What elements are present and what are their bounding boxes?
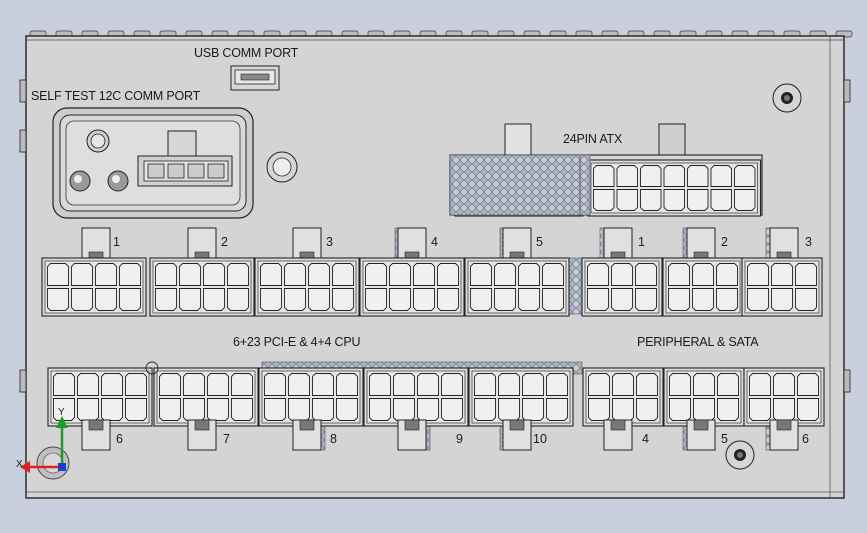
bottom-left-number: 8 — [330, 432, 337, 446]
axis-y-label: Y — [58, 407, 65, 418]
top-right-number: 2 — [721, 235, 728, 249]
bottom-right-number: 4 — [642, 432, 649, 446]
peripheral-connector-bottom-6 — [743, 367, 825, 427]
pcie-connector-top-3 — [254, 257, 360, 317]
pcie-connector-bottom-7 — [153, 367, 259, 427]
atx-right-block — [587, 159, 762, 217]
bottom-right-number: 5 — [721, 432, 728, 446]
peripheral-connector-top-2 — [662, 257, 744, 317]
peripheral-connector-top-3 — [741, 257, 823, 317]
peripheral-connector-bottom-4 — [582, 367, 664, 427]
top-right-number: 3 — [805, 235, 812, 249]
top-left-number: 3 — [326, 235, 333, 249]
top-left-number: 5 — [536, 235, 543, 249]
top-connector-row — [41, 227, 823, 317]
self-test-panel — [52, 107, 254, 219]
screw-top-right — [772, 83, 802, 113]
top-right-number: 1 — [638, 235, 645, 249]
bottom-right-number: 6 — [802, 432, 809, 446]
pcie-connector-bottom-6 — [47, 367, 153, 427]
bottom-left-number: 10 — [533, 432, 547, 446]
bottom-left-number: 6 — [116, 432, 123, 446]
top-left-number: 4 — [431, 235, 438, 249]
peripheral-sata-label: PERIPHERAL & SATA — [637, 335, 759, 349]
usb-comm-port-label: USB COMM PORT — [194, 46, 299, 60]
top-left-number: 1 — [113, 235, 120, 249]
pcie-connector-top-5 — [464, 257, 570, 317]
pcie-connector-top-2 — [149, 257, 255, 317]
peripheral-connector-bottom-5 — [663, 367, 745, 427]
pcie-cpu-label: 6+23 PCI-E & 4+4 CPU — [233, 335, 361, 349]
self-test-label: SELF TEST 12C COMM PORT — [31, 89, 201, 103]
pcie-connector-bottom-8 — [258, 367, 364, 427]
atx-label: 24PIN ATX — [563, 132, 623, 146]
axis-x-label: X — [16, 459, 23, 470]
screw-bottom-right — [725, 440, 755, 470]
pcie-connector-top-1 — [41, 257, 147, 317]
peripheral-connector-top-1 — [581, 257, 663, 317]
pcie-connector-top-4 — [359, 257, 465, 317]
bottom-left-number: 9 — [456, 432, 463, 446]
bottom-connector-row — [47, 361, 825, 451]
pcie-connector-bottom-9 — [363, 367, 469, 427]
axis-triad — [20, 416, 70, 480]
usb-port — [230, 65, 280, 91]
screw-top-left — [266, 151, 298, 183]
top-left-number: 2 — [221, 235, 228, 249]
pcie-connector-bottom-10 — [468, 367, 574, 427]
bottom-left-number: 7 — [223, 432, 230, 446]
